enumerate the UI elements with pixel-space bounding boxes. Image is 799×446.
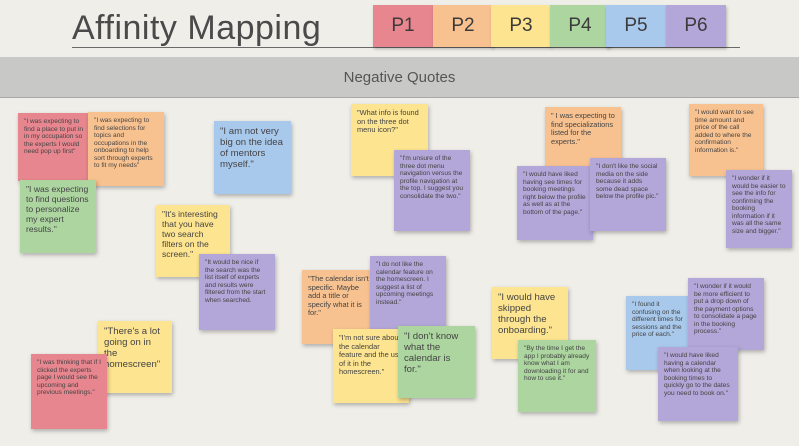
sticky-note-p4-questions-personalize: "I was expecting to find questions to pe… (20, 180, 96, 253)
sticky-note-p2-selections-topics: "I was expecting to find selections for … (88, 112, 164, 186)
section-title: Negative Quotes (343, 68, 456, 86)
sticky-note-p3-three-dot-info: "What info is found on the three dot men… (351, 104, 428, 176)
tag-p2: P2 (433, 5, 493, 47)
tag-p6: P6 (666, 5, 726, 47)
sticky-note-p5-mentors: "I am not very big on the idea of mentor… (214, 121, 291, 194)
sticky-note-p3-calendar-unsure: "I'm not sure about the calendar feature… (333, 329, 409, 403)
tag-p4: P4 (550, 5, 610, 47)
sticky-note-p4-already-know: "By the time I get the app I probably al… (518, 340, 596, 412)
section-banner: Negative Quotes (0, 57, 799, 98)
sticky-note-p3-lot-going-on: "There's a lot going on in the homescree… (98, 321, 172, 393)
tag-p1: P1 (373, 5, 433, 47)
tag-p5: P5 (606, 5, 666, 47)
sticky-note-p6-social-media-dead-space: "I don't like the social media on the si… (590, 158, 666, 231)
sticky-note-p6-payment-dropdown: "I wonder if it would be more efficient … (688, 278, 764, 350)
page-title: Affinity Mapping (72, 9, 322, 47)
sticky-note-p6-search-list: "It would be nice if the search was the … (199, 254, 275, 330)
sticky-note-p6-calendar-booking-times: "I would have liked having a calendar wh… (658, 347, 738, 421)
tag-p3: P3 (491, 5, 551, 47)
sticky-note-p6-three-dot-navigation: "I'm unsure of the three dot menu naviga… (394, 150, 470, 231)
title-underline (72, 47, 740, 48)
sticky-note-p3-two-search-filters: "It's interesting that you have two sear… (156, 205, 230, 277)
sticky-note-p4-calendar-purpose: "I don't know what the calendar is for." (398, 326, 475, 398)
sticky-note-p2-time-amount-price: "I would want to see time amount and pri… (689, 104, 763, 176)
sticky-note-p6-calendar-dislike: "I do not like the calendar feature on t… (370, 256, 446, 330)
sticky-note-p6-confirm-info-bigger: "I wonder if it would be easier to see t… (726, 170, 792, 248)
sticky-note-p1-place-occupation: "I was expecting to find a place to put … (18, 113, 90, 181)
sticky-note-p1-experts-page-meetings: "I was thinking that if I clicked the ex… (31, 354, 107, 429)
sticky-note-p6-see-times-booking: "I would have liked having see times for… (517, 166, 593, 240)
